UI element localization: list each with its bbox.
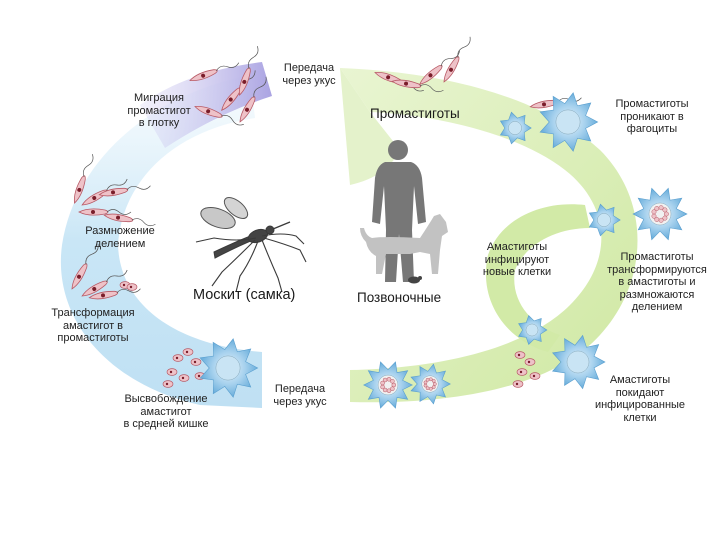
promastigote-icon xyxy=(189,62,240,82)
phagocyte-cell-icon xyxy=(363,361,413,409)
label-mosquito: Москит (самка) xyxy=(193,287,296,303)
phagocyte-cell-icon xyxy=(499,111,532,145)
mosquito-icon xyxy=(195,197,307,293)
label-penetrate-phagocytes: Промастиготы проникают в фагоциты xyxy=(615,98,689,135)
promastigote-icon xyxy=(194,105,244,126)
label-amastigotes-leave: Амастиготы покидают инфицированные клетк… xyxy=(594,374,686,424)
label-migration: Миграция промастигот в глотку xyxy=(127,92,191,129)
phagocyte-cells-group xyxy=(199,92,688,409)
promastigote-icon xyxy=(81,269,128,297)
phagocyte-cell-icon xyxy=(199,338,259,398)
dog-silhouette-icon xyxy=(360,214,448,274)
promastigote-icon xyxy=(419,50,460,85)
label-release: Высвобождение амастигот в средней кишке xyxy=(123,393,209,430)
phagocyte-cell-icon xyxy=(588,203,621,237)
phagocyte-cell-icon xyxy=(551,334,606,390)
label-amastigotes-infect: Амастиготы инфицируют новые клетки xyxy=(482,241,552,278)
label-transmission-bite-top: Передача через укус xyxy=(282,62,336,87)
phagocyte-cell-icon xyxy=(632,187,688,241)
promastigote-icon xyxy=(391,79,444,93)
promastigote-icon xyxy=(238,46,259,96)
vector-cycle-arc xyxy=(60,75,263,408)
migration-band xyxy=(140,62,272,148)
label-transmission-bite-bottom: Передача через укус xyxy=(273,383,327,408)
promastigote-icon xyxy=(239,76,267,123)
phagocyte-cell-icon xyxy=(539,92,599,152)
label-transformation: Трансформация амастигот в промастиготы xyxy=(51,307,135,344)
promastigote-icon xyxy=(88,288,141,300)
promastigote-icon xyxy=(443,36,471,83)
label-reproduction: Размножение делением xyxy=(85,225,155,250)
host-inner-arc xyxy=(485,204,590,352)
promastigote-icon xyxy=(73,154,94,204)
promastigote-icon xyxy=(78,208,132,216)
host-entry-wedge xyxy=(340,68,400,185)
promastigote-icon xyxy=(98,185,151,197)
promastigote-icon xyxy=(71,243,99,290)
phagocyte-cell-icon xyxy=(410,363,451,405)
label-promastigotes: Промастиготы xyxy=(370,106,460,121)
promastigotes-group xyxy=(71,36,582,388)
promastigote-icon xyxy=(103,213,156,227)
phagocyte-cell-icon xyxy=(518,314,548,346)
label-vertebrates: Позвоночные xyxy=(357,290,442,305)
rodent-silhouette-icon xyxy=(408,276,422,284)
host-cycle-arc xyxy=(340,68,638,403)
label-promastigotes-transform: Промастиготы трансформируются в амастиго… xyxy=(607,251,707,313)
